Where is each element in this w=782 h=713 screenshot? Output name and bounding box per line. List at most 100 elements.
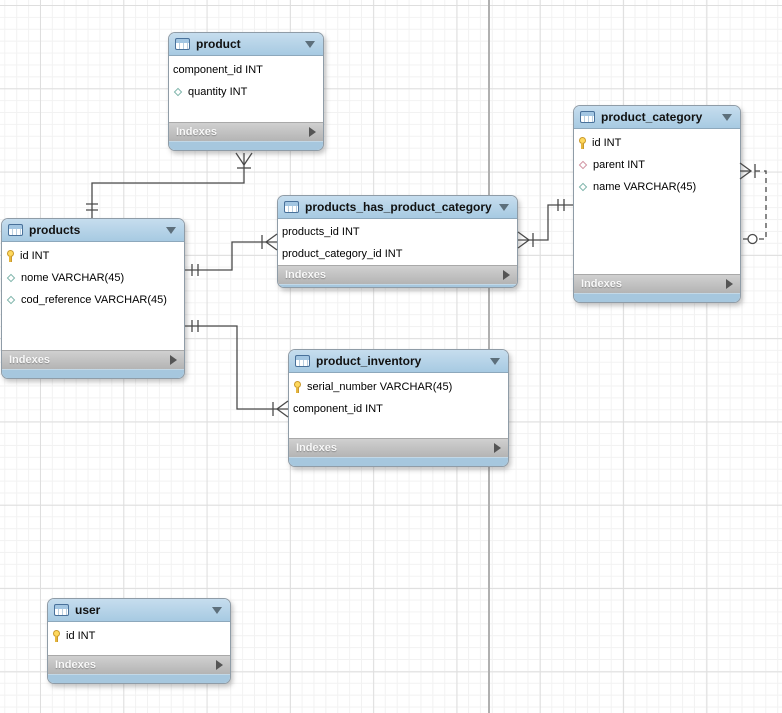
collapse-arrow-icon[interactable] [305, 40, 315, 48]
column-label: component_id INT [173, 64, 263, 76]
expand-indexes-icon[interactable] [309, 127, 316, 137]
key-icon [293, 381, 302, 393]
table-user[interactable]: user id INT Indexes [47, 598, 231, 684]
expand-indexes-icon[interactable] [726, 279, 733, 289]
expand-indexes-icon[interactable] [503, 270, 510, 280]
column-list: id INT [48, 622, 230, 655]
column-list: component_id INT quantity INT [169, 56, 323, 122]
column-label: quantity INT [188, 86, 248, 98]
column-row[interactable]: id INT [48, 625, 230, 647]
table-icon [8, 224, 23, 236]
indexes-bar[interactable]: Indexes [169, 122, 323, 141]
column-list: id INT nome VARCHAR(45) cod_reference VARC… [2, 242, 184, 350]
table-icon [580, 111, 595, 123]
relationship-products-product-inventory[interactable] [185, 320, 289, 418]
relationship-product-category-products-has-product-category[interactable] [517, 199, 573, 249]
relationship-products-products-has-product-category[interactable] [185, 233, 278, 276]
column-row[interactable]: serial_number VARCHAR(45) [289, 376, 508, 398]
diamond-teal-icon [578, 182, 588, 192]
indexes-bar[interactable]: Indexes [2, 350, 184, 369]
table-products[interactable]: products id INT nome VARCHAR(45) cod_refer… [1, 218, 185, 379]
collapse-arrow-icon[interactable] [490, 357, 500, 365]
indexes-bar[interactable]: Indexes [574, 274, 740, 293]
table-header[interactable]: products [2, 219, 184, 242]
column-label: id INT [66, 630, 96, 642]
column-row[interactable]: parent INT [574, 154, 740, 176]
table-header[interactable]: product [169, 33, 323, 56]
table-title: product_inventory [316, 354, 422, 368]
table-products-has-product-category[interactable]: products_has_product_category products_i… [277, 195, 518, 288]
column-label: id INT [20, 250, 50, 262]
diamond-teal-icon [6, 295, 16, 305]
table-header[interactable]: user [48, 599, 230, 622]
table-icon [175, 38, 190, 50]
column-label: name VARCHAR(45) [593, 181, 697, 193]
expand-indexes-icon[interactable] [170, 355, 177, 365]
table-product[interactable]: product component_id INT quantity INT Ind… [168, 32, 324, 151]
table-icon [54, 604, 69, 616]
column-row[interactable]: id INT [2, 245, 184, 267]
key-icon [52, 630, 61, 642]
expand-indexes-icon[interactable] [216, 660, 223, 670]
relationship-products-product[interactable] [86, 152, 253, 218]
diamond-teal-icon [173, 87, 183, 97]
indexes-bar[interactable]: Indexes [289, 438, 508, 457]
indexes-label: Indexes [55, 659, 96, 671]
column-label: nome VARCHAR(45) [21, 272, 125, 284]
indexes-label: Indexes [285, 269, 326, 281]
indexes-label: Indexes [176, 126, 217, 138]
column-row[interactable]: product_category_id INT [278, 243, 517, 265]
column-label: cod_reference VARCHAR(45) [21, 294, 167, 306]
collapse-arrow-icon[interactable] [166, 226, 176, 234]
table-product-inventory[interactable]: product_inventory serial_number VARCHAR(… [288, 349, 509, 467]
table-bottom-strip [169, 141, 323, 150]
indexes-label: Indexes [296, 442, 337, 454]
collapse-arrow-icon[interactable] [212, 606, 222, 614]
table-header[interactable]: product_inventory [289, 350, 508, 373]
table-title: product [196, 37, 241, 51]
table-header[interactable]: product_category [574, 106, 740, 129]
column-label: parent INT [593, 159, 645, 171]
diamond-teal-icon [6, 273, 16, 283]
collapse-arrow-icon[interactable] [722, 113, 732, 121]
column-label: serial_number VARCHAR(45) [307, 381, 453, 393]
expand-indexes-icon[interactable] [494, 443, 501, 453]
table-title: user [75, 603, 101, 617]
column-row[interactable]: id INT [574, 132, 740, 154]
column-list: products_id INT product_category_id INT [278, 219, 517, 265]
column-row[interactable]: nome VARCHAR(45) [2, 267, 184, 289]
table-bottom-strip [48, 674, 230, 683]
column-row[interactable]: products_id INT [278, 221, 517, 243]
table-bottom-strip [574, 293, 740, 302]
key-icon [6, 250, 15, 262]
column-label: id INT [592, 137, 622, 149]
relationship-product-category-self[interactable] [739, 162, 767, 245]
table-header[interactable]: products_has_product_category [278, 196, 517, 219]
indexes-bar[interactable]: Indexes [278, 265, 517, 284]
indexes-bar[interactable]: Indexes [48, 655, 230, 674]
column-label: product_category_id INT [282, 248, 403, 260]
column-label: component_id INT [293, 403, 383, 415]
collapse-arrow-icon[interactable] [499, 203, 509, 211]
indexes-label: Indexes [9, 354, 50, 366]
key-icon [578, 137, 587, 149]
table-icon [295, 355, 310, 367]
indexes-label: Indexes [581, 278, 622, 290]
column-list: serial_number VARCHAR(45) component_id IN… [289, 373, 508, 438]
diamond-red-icon [578, 160, 588, 170]
column-label: products_id INT [282, 226, 360, 238]
optional-circle-icon [747, 233, 758, 245]
table-title: product_category [601, 110, 703, 124]
column-row[interactable]: name VARCHAR(45) [574, 176, 740, 198]
table-title: products_has_product_category [305, 200, 492, 214]
column-list: id INT parent INT name VARCHAR(45) [574, 129, 740, 274]
table-bottom-strip [289, 457, 508, 466]
table-product-category[interactable]: product_category id INT parent INT name VA… [573, 105, 741, 303]
column-row[interactable]: quantity INT [169, 81, 323, 103]
column-row[interactable]: component_id INT [169, 59, 323, 81]
table-icon [284, 201, 299, 213]
table-title: products [29, 223, 81, 237]
column-row[interactable]: cod_reference VARCHAR(45) [2, 289, 184, 311]
column-row[interactable]: component_id INT [289, 398, 508, 420]
